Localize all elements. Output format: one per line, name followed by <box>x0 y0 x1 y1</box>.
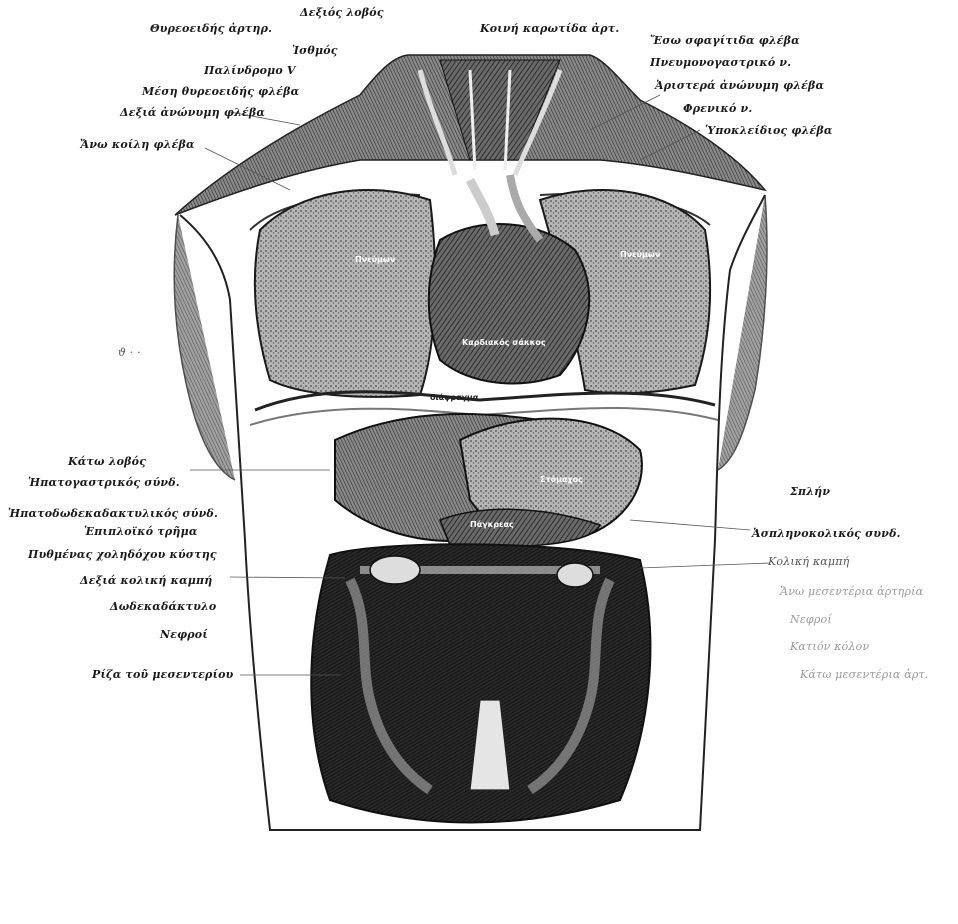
label-faint-right-2: Νεφροί <box>790 613 832 626</box>
right-lung-label: Πνεύμων <box>355 255 395 264</box>
label-splenocolic: Ἀσπληνοκολικός συνδ. <box>752 527 901 540</box>
label-recurrent: Παλίνδρομο V <box>204 64 296 77</box>
label-right-lobe: Δεξιός λοβός <box>300 6 384 19</box>
label-thyroid-artery: Θυρεοειδής ἀρτηρ. <box>150 22 272 35</box>
label-hepatogastric: Ἡπατογαστρικός σύνδ. <box>28 476 180 489</box>
label-internal-jugular: Ἔσω σφαγίτιδα φλέβα <box>650 34 800 47</box>
label-left-colic-flexure: Κολική καμπή <box>768 555 849 568</box>
label-middle-thyroid-vein: Μέση θυρεοειδής φλέβα <box>142 85 299 98</box>
label-gallbladder: Πυθμένας χοληδόχου κύστης <box>28 548 217 561</box>
pancreas-label: Πάγκρεας <box>470 520 514 529</box>
label-common-carotid: Κοινή καρωτίδα ἀρτ. <box>480 22 619 35</box>
label-mesentery-root: Ρίζα τοῦ μεσεντερίου <box>92 668 233 681</box>
label-kidneys: Νεφροί <box>160 628 208 641</box>
intestines <box>311 544 650 822</box>
diaphragm-label: διάφραγμα <box>430 393 478 402</box>
label-left-brachiocephalic-vein: Ἀριστερά ἀνώνυμη φλέβα <box>655 79 824 92</box>
label-epiploic-foramen: Ἐπιπλοϊκό τρῆμα <box>84 525 198 538</box>
label-right-brachiocephalic-vein: Δεξιά ἀνώνυμη φλέβα <box>120 106 265 119</box>
label-lower-lobe: Κάτω λοβός <box>68 455 146 468</box>
label-pneumogastric: Πνευμονογαστρικό ν. <box>650 56 791 69</box>
heart-label: Καρδιακός σάκκος <box>462 338 546 347</box>
label-hepatoduodenal: Ἡπατοδωδεκαδακτυλικός σύνδ. <box>8 507 218 520</box>
label-subclavian-vein: Ὑποκλείδιος φλέβα <box>705 124 833 137</box>
label-faint-right-3: Κατιόν κόλον <box>790 640 869 653</box>
label-right-colic-flexure: Δεξιά κολική καμπή <box>80 574 212 587</box>
label-phrenic: Φρενικό ν. <box>683 102 752 115</box>
label-spleen: Σπλήν <box>790 485 830 498</box>
label-duodenum: Δωδεκαδάκτυλο <box>110 600 216 613</box>
left-lung-label: Πνεύμων <box>620 250 660 259</box>
label-faint-right-1: Ἄνω μεσεντέρια ἀρτηρία <box>780 585 923 598</box>
diaphragm-line <box>255 392 715 410</box>
label-faint-right-4: Κάτω μεσεντέρια ἀρτ. <box>800 668 929 681</box>
label-superior-vena-cava: Ἄνω κοίλη φλέβα <box>80 138 195 151</box>
stomach-label: Στόμαχος <box>540 475 583 484</box>
margin-mark: ϑ · · <box>118 346 141 359</box>
label-isthmus: Ἰσθμός <box>292 44 338 57</box>
